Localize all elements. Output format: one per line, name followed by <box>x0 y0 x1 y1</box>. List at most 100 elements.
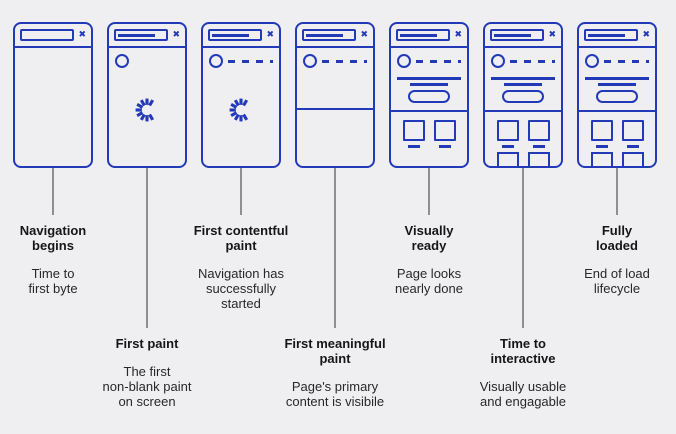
stage-title: Visually ready <box>404 223 454 253</box>
hero-section <box>391 77 467 112</box>
window-body <box>579 48 655 166</box>
heading-line <box>491 77 555 80</box>
browser-window: ✖ <box>13 22 93 168</box>
cta-button-shape <box>502 90 544 103</box>
url-text-line <box>494 33 532 37</box>
address-bar <box>490 29 545 41</box>
logo-circle-icon <box>397 54 411 68</box>
stage-column-navigation-begins: ✖ Navigation begins Time to first byte <box>13 22 93 296</box>
stage-title: Navigation begins <box>19 223 87 253</box>
connector-line <box>334 168 336 328</box>
stage-column-time-to-interactive: ✖ <box>480 22 566 409</box>
stage-label: Fully loaded End of load lifecycle <box>561 215 673 296</box>
stage-label: Navigation begins Time to first byte <box>0 215 109 296</box>
address-bar <box>208 29 263 41</box>
nav-menu-dashes <box>322 59 367 63</box>
bottom-cards-row <box>579 152 655 166</box>
stage-title: First contentful paint <box>193 223 289 253</box>
subheading-line <box>410 83 448 86</box>
card-image <box>621 152 644 166</box>
window-titlebar: ✖ <box>203 24 279 48</box>
card <box>433 120 456 148</box>
window-body <box>109 48 185 166</box>
close-icon: ✖ <box>454 29 462 40</box>
browser-window: ✖ <box>295 22 375 168</box>
card <box>590 120 613 148</box>
cta-button-shape <box>408 90 450 103</box>
close-icon: ✖ <box>172 29 180 40</box>
window-body <box>297 48 373 166</box>
cta-button-shape <box>596 90 638 103</box>
stage-description: The first non-blank paint on screen <box>102 364 192 409</box>
stage-label: First meaningful paint Page's primary co… <box>279 328 391 409</box>
card-image <box>496 120 519 141</box>
nav-menu-dashes <box>510 59 555 63</box>
stage-column-first-contentful-paint: ✖ <box>194 22 288 311</box>
card-caption-line <box>532 145 545 148</box>
card-image <box>433 120 456 141</box>
browser-window: ✖ <box>107 22 187 168</box>
card-image <box>590 120 613 141</box>
subheading-line <box>504 83 542 86</box>
nav-menu-dashes <box>228 59 273 63</box>
hero-section <box>485 77 561 112</box>
address-bar <box>584 29 639 41</box>
page-header <box>203 48 279 74</box>
card-caption-line <box>501 145 514 148</box>
window-body <box>15 48 91 166</box>
logo-circle-icon <box>303 54 317 68</box>
cards-row <box>579 120 655 148</box>
content-section-divider <box>297 108 373 110</box>
card-caption-line <box>438 145 451 148</box>
address-bar <box>114 29 169 41</box>
card-image <box>527 152 550 166</box>
stage-description: Page looks nearly done <box>395 266 463 296</box>
card-caption-line <box>595 145 608 148</box>
connector-line <box>52 168 54 215</box>
stage-label: First paint The first non-blank paint on… <box>91 328 203 409</box>
nav-menu-dashes <box>416 59 461 63</box>
close-icon: ✖ <box>642 29 650 40</box>
hero-section <box>579 77 655 112</box>
address-bar <box>396 29 451 41</box>
card <box>402 120 425 148</box>
window-body <box>485 48 561 166</box>
connector-line <box>240 168 242 215</box>
stage-column-first-paint: ✖ <box>103 22 191 409</box>
logo-circle-icon <box>209 54 223 68</box>
page-header <box>485 48 561 74</box>
stage-column-fully-loaded: ✖ <box>577 22 657 296</box>
bottom-cards-row <box>485 152 561 166</box>
stage-title: First meaningful paint <box>284 336 386 366</box>
url-text-line <box>306 33 344 37</box>
browser-window: ✖ <box>577 22 657 168</box>
stage-title: First paint <box>115 336 179 351</box>
connector-line <box>428 168 430 215</box>
window-titlebar: ✖ <box>297 24 373 48</box>
window-titlebar: ✖ <box>579 24 655 48</box>
url-text-line <box>212 33 250 37</box>
spinner-icon <box>135 98 155 122</box>
browser-window: ✖ <box>389 22 469 168</box>
heading-line <box>397 77 461 80</box>
address-bar <box>302 29 357 41</box>
spinner-icon <box>229 98 249 122</box>
stage-column-visually-ready: ✖ <box>389 22 469 296</box>
stage-title: Time to interactive <box>490 336 556 366</box>
nav-menu-dashes <box>604 59 649 63</box>
stage-label: First contentful paint Navigation has su… <box>185 215 297 311</box>
window-titlebar: ✖ <box>485 24 561 48</box>
subheading-line <box>598 83 636 86</box>
browser-window: ✖ <box>483 22 563 168</box>
connector-line <box>616 168 618 215</box>
card-caption-line <box>407 145 420 148</box>
cards-row <box>391 120 467 148</box>
connector-line <box>146 168 148 328</box>
stage-label: Time to interactive Visually usable and … <box>467 328 579 409</box>
stage-label: Visually ready Page looks nearly done <box>373 215 485 296</box>
page-header <box>297 48 373 74</box>
browser-window: ✖ <box>201 22 281 168</box>
card-image <box>402 120 425 141</box>
stage-column-first-meaningful-paint: ✖ First meaningful paint Page's primary … <box>284 22 386 409</box>
